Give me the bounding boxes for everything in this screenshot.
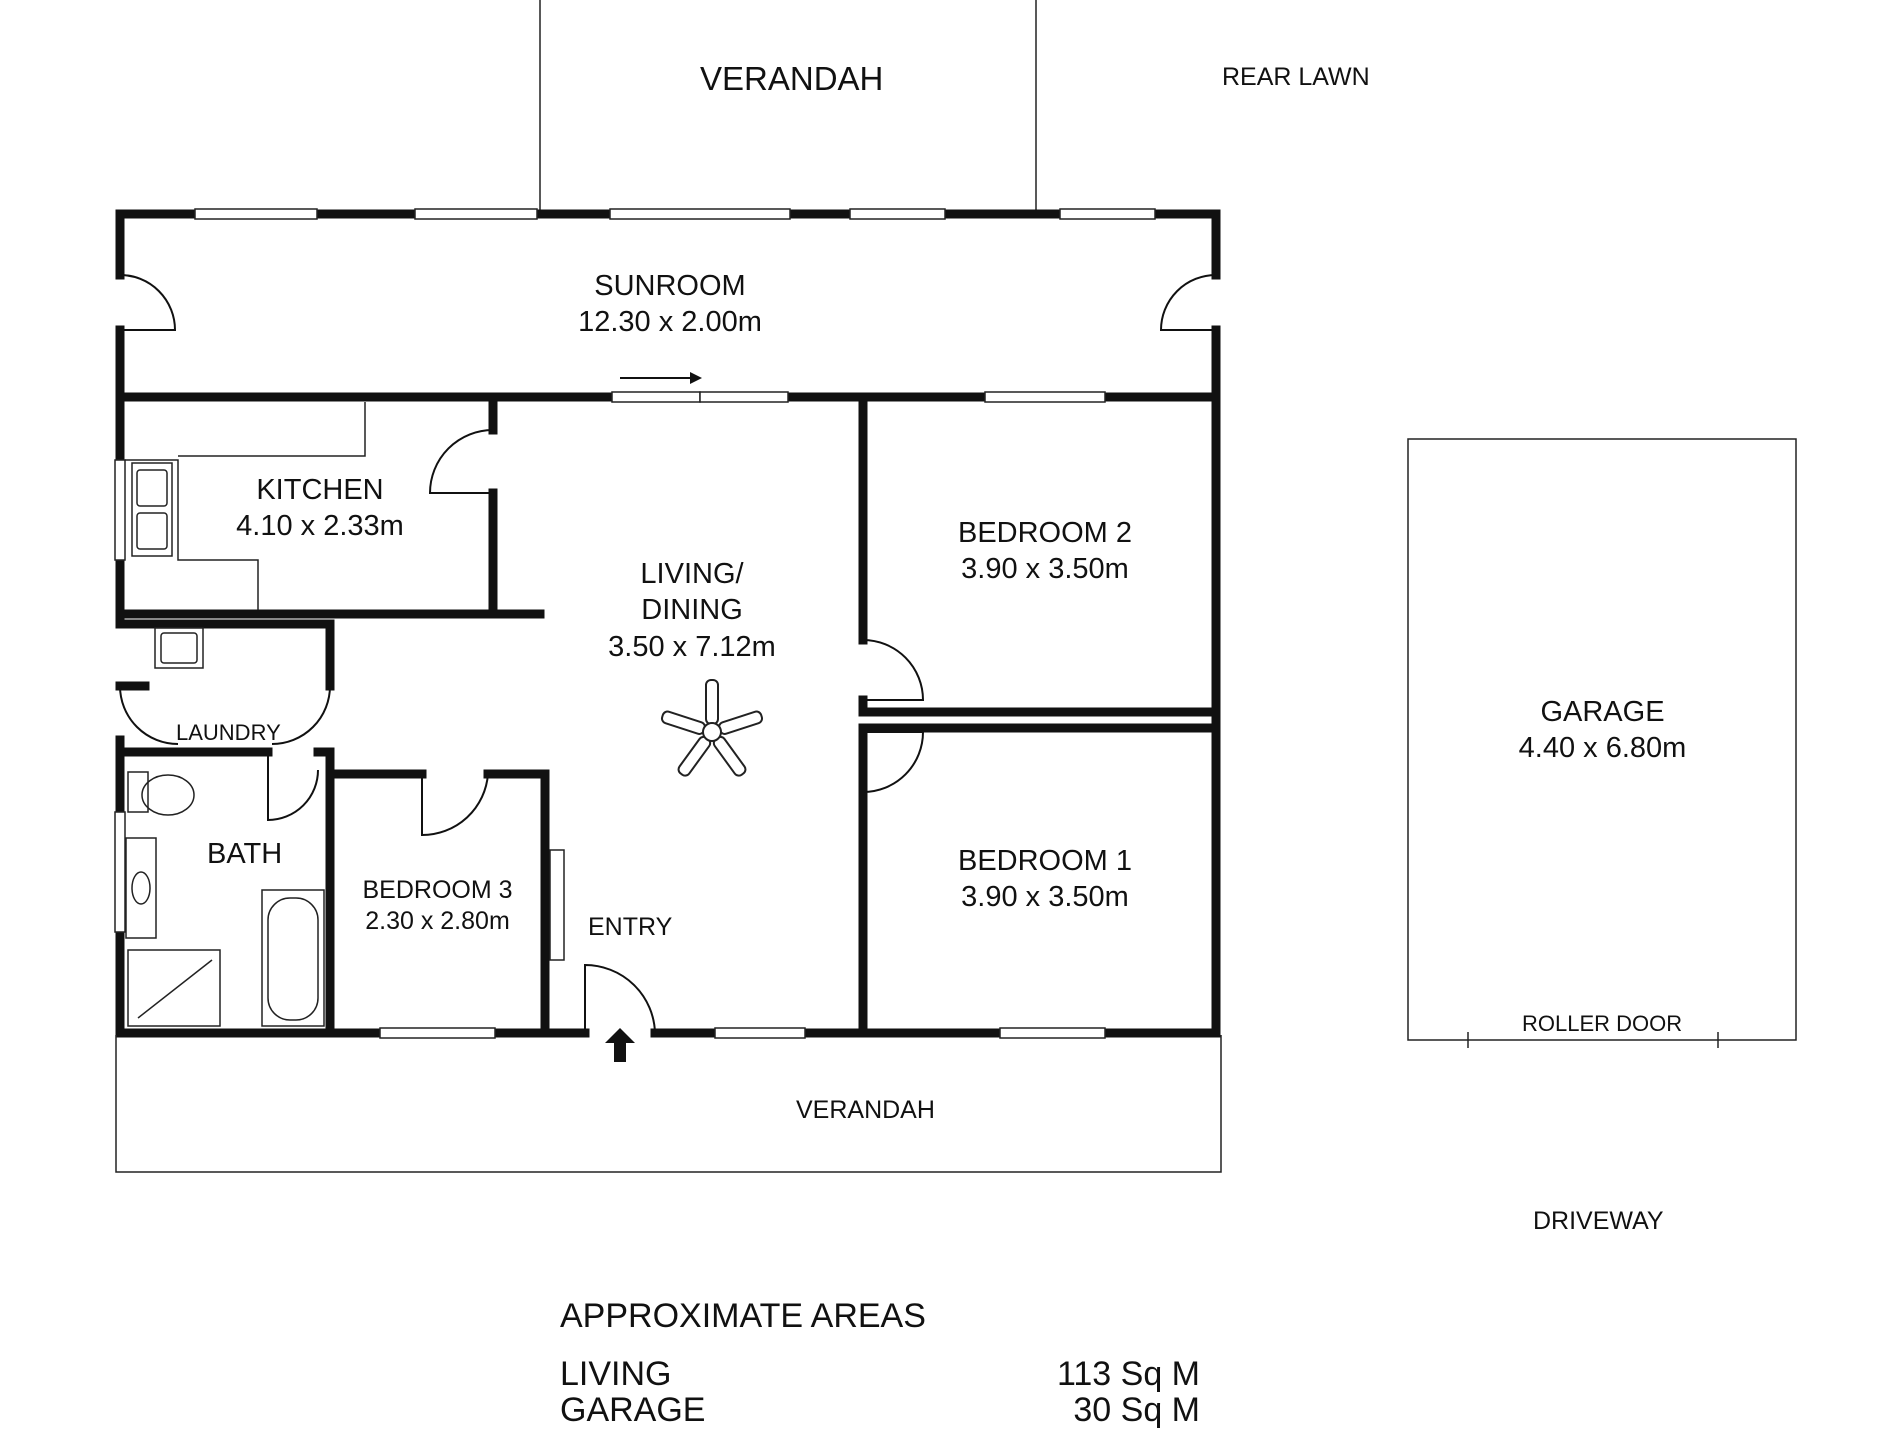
bedroom1-name: BEDROOM 1 xyxy=(957,845,1133,877)
bedroom1-label: BEDROOM 1 3.90 x 3.50m xyxy=(940,843,1150,916)
bedroom3-label: BEDROOM 3 2.30 x 2.80m xyxy=(345,875,530,938)
doors xyxy=(119,274,1217,1034)
driveway-label: DRIVEWAY xyxy=(1533,1207,1664,1235)
bath-fixtures xyxy=(125,771,325,1027)
kitchen-size: 4.10 x 2.33m xyxy=(236,510,404,543)
ceiling-fan-icon xyxy=(660,679,764,777)
bedroom2-name: BEDROOM 2 xyxy=(957,517,1133,549)
rear-verandah-lines xyxy=(539,0,1037,210)
area-value: 30 Sq M xyxy=(1073,1391,1200,1429)
area-row-living: LIVING 113 Sq M xyxy=(560,1355,1200,1393)
front-verandah-label: VERANDAH xyxy=(796,1096,935,1124)
kitchen-benches xyxy=(125,402,366,610)
kitchen-label: KITCHEN 4.10 x 2.33m xyxy=(220,472,420,545)
sunroom-size: 12.30 x 2.00m xyxy=(578,306,762,339)
front-verandah xyxy=(115,1035,1222,1173)
bedroom2-size: 3.90 x 3.50m xyxy=(961,553,1129,586)
area-value: 113 Sq M xyxy=(1056,1355,1200,1393)
kitchen-name: KITCHEN xyxy=(256,474,384,506)
bedroom1-size: 3.90 x 3.50m xyxy=(961,881,1129,914)
sunroom-name: SUNROOM xyxy=(594,270,746,302)
bath-label: BATH xyxy=(207,838,283,870)
garage-name: GARAGE xyxy=(1540,696,1665,728)
sunroom-label: SUNROOM 12.30 x 2.00m xyxy=(570,268,770,341)
living-size: 3.50 x 7.12m xyxy=(608,630,776,663)
garage xyxy=(1407,438,1797,1048)
rear-verandah-label: VERANDAH xyxy=(700,60,884,97)
approximate-areas: APPROXIMATE AREAS LIVING 113 Sq M GARAGE… xyxy=(560,1297,1200,1429)
bedroom3-name: BEDROOM 3 xyxy=(362,876,513,904)
roller-door-label: ROLLER DOOR xyxy=(1522,1011,1683,1036)
bedroom3-size: 2.30 x 2.80m xyxy=(365,907,510,936)
area-row-garage: GARAGE 30 Sq M xyxy=(560,1391,1200,1429)
living-name-1: LIVING/ xyxy=(640,558,744,590)
laundry-label: LAUNDRY xyxy=(176,720,281,745)
rear-lawn-label: REAR LAWN xyxy=(1222,63,1370,91)
entry-arrow-icon xyxy=(605,1028,635,1062)
laundry-tub xyxy=(154,627,204,669)
garage-size: 4.40 x 6.80m xyxy=(1518,732,1687,765)
area-label: LIVING xyxy=(560,1355,672,1393)
living-dining-label: LIVING/ DINING 3.50 x 7.12m xyxy=(592,556,792,665)
area-label: GARAGE xyxy=(560,1391,706,1429)
living-name-2: DINING xyxy=(641,594,743,627)
garage-label: GARAGE 4.40 x 6.80m xyxy=(1500,694,1705,767)
areas-title: APPROXIMATE AREAS xyxy=(560,1297,926,1335)
bedroom2-label: BEDROOM 2 3.90 x 3.50m xyxy=(940,515,1150,588)
windows xyxy=(114,208,1156,1039)
entry-label: ENTRY xyxy=(588,913,673,941)
